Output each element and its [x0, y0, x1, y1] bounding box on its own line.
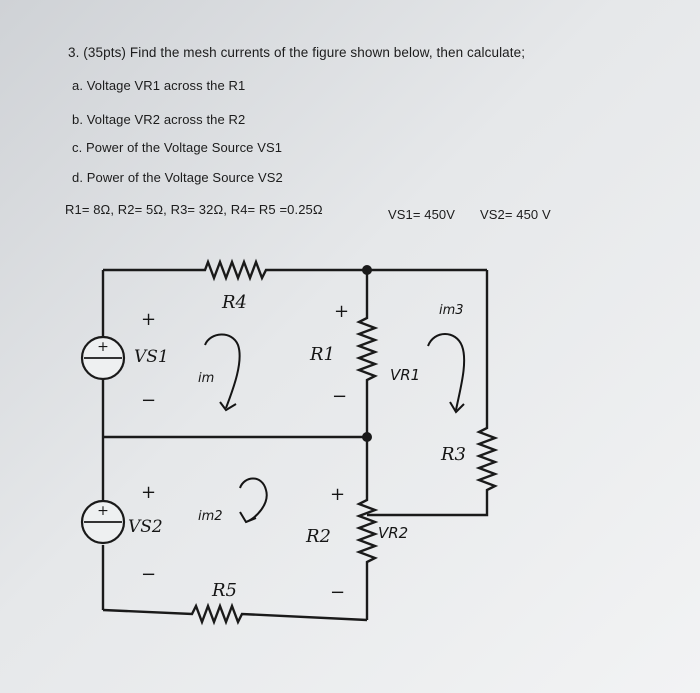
- r1-label: R1: [309, 344, 335, 365]
- junction-middle: [362, 432, 372, 442]
- mesh3-label: im3: [439, 303, 464, 318]
- vs2-label: VS2: [128, 517, 163, 537]
- problem-header: 3. (35pts) Find the mesh currents of the…: [68, 45, 526, 60]
- r2-minus: −: [330, 582, 345, 603]
- mesh2-arrowhead: [239, 511, 257, 524]
- mesh2-arrow: [239, 477, 268, 523]
- vs2-minus: −: [141, 564, 156, 585]
- wire-right: [367, 270, 499, 517]
- wire-center-lower: [355, 437, 379, 620]
- vr2-label: VR2: [378, 524, 408, 542]
- item-b: b. Voltage VR2 across the R2: [72, 112, 246, 127]
- mesh2-label: im2: [198, 509, 223, 524]
- vs2-source: +: [80, 499, 126, 545]
- wire-center-upper: [355, 270, 379, 437]
- mesh1-arrowhead: [219, 401, 237, 412]
- vs1-source: +: [80, 335, 126, 381]
- vs2-plus-sign: +: [97, 503, 109, 519]
- resistor-values: R1= 8Ω, R2= 5Ω, R3= 32Ω, R4= R5 =0.25Ω: [65, 202, 323, 217]
- mesh3-arrow: [427, 333, 466, 411]
- junction-top: [362, 265, 372, 275]
- item-a: a. Voltage VR1 across the R1: [72, 78, 246, 93]
- r1-minus: −: [332, 386, 347, 407]
- item-d: d. Power of the Voltage Source VS2: [72, 170, 283, 185]
- r2-label: R2: [305, 526, 331, 547]
- wire-top: [103, 258, 487, 282]
- vs1-plus: +: [141, 309, 156, 330]
- vs1-plus-sign: +: [97, 339, 109, 355]
- r4-label: R4: [221, 292, 247, 313]
- r1-plus: +: [334, 301, 349, 322]
- mesh1-label: im: [198, 371, 214, 386]
- vs2-value: VS2= 450 V: [480, 207, 551, 222]
- vs2-plus: +: [141, 482, 156, 503]
- vs1-value: VS1= 450V: [388, 207, 456, 222]
- r3-label: R3: [440, 444, 466, 465]
- r2-plus: +: [330, 484, 345, 505]
- wire-bottom: [102, 602, 368, 626]
- mesh3-arrowhead: [449, 401, 465, 414]
- vs1-minus: −: [141, 390, 156, 411]
- item-c: c. Power of the Voltage Source VS1: [72, 140, 283, 155]
- vr1-label: VR1: [390, 366, 420, 384]
- r5-label: R5: [211, 580, 237, 601]
- mesh1-arrow: [204, 333, 241, 409]
- vs1-label: VS1: [134, 347, 169, 367]
